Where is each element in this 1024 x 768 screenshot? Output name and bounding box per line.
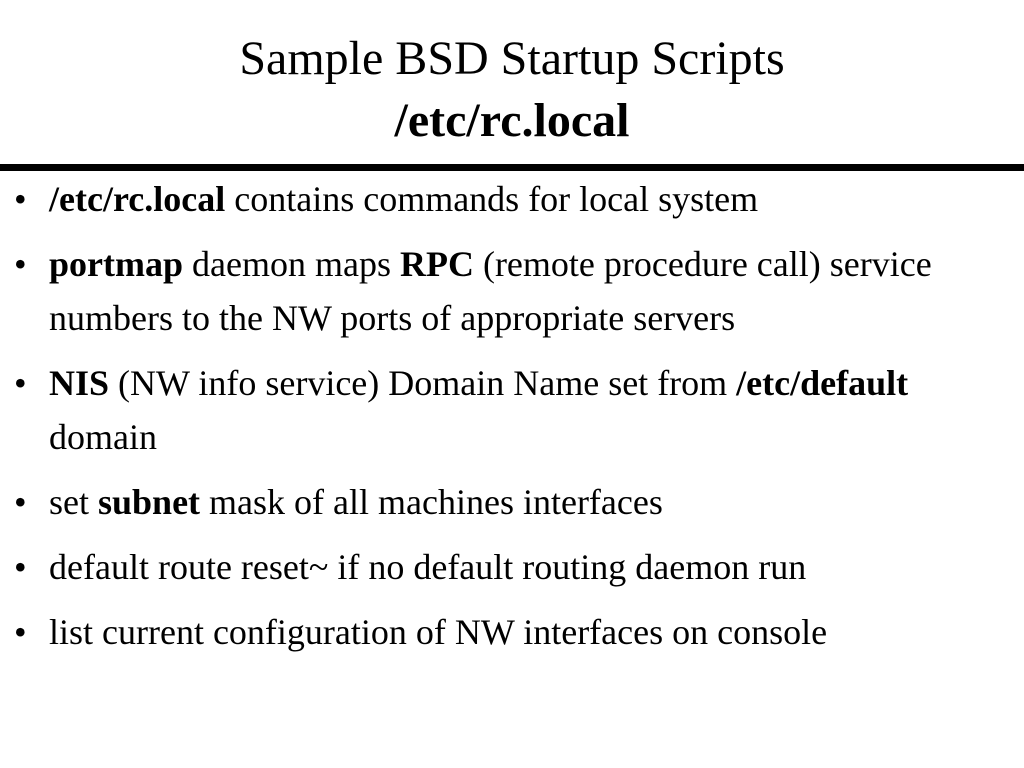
bullet-item-subnet: • set subnet mask of all machines interfa… — [0, 475, 1024, 529]
bullet-item-portmap: • portmap daemon maps RPC (remote procedu… — [0, 237, 1024, 345]
bullet-bold-term: /etc/rc.local — [49, 179, 226, 219]
bullet-icon: • — [14, 547, 27, 587]
bullet-icon: • — [14, 244, 27, 284]
bullet-icon: • — [14, 363, 27, 403]
bullet-item-default-route: • default route reset~ if no default rout… — [0, 540, 1024, 594]
slide-title: Sample BSD Startup Scripts — [239, 32, 785, 85]
bullet-icon: • — [14, 179, 27, 219]
bullet-text: list current configuration of NW interfa… — [49, 612, 828, 652]
bullet-item-rc-local: • /etc/rc.local contains commands for loc… — [0, 172, 1024, 226]
bullet-text: (NW info service) Domain Name set from — [109, 363, 737, 403]
bullet-text: daemon maps — [183, 244, 400, 284]
slide-subtitle: /etc/rc.local — [394, 94, 630, 147]
bullet-icon: • — [14, 612, 27, 652]
bullet-text: contains commands for local system — [225, 179, 759, 219]
bullet-text: default route reset~ if no default routi… — [49, 547, 807, 587]
slide-title-block: Sample BSD Startup Scripts /etc/rc.local — [0, 28, 1024, 152]
bullet-bold-term: portmap — [49, 244, 183, 284]
bullet-text: (remote procedure call) service numbers … — [49, 244, 932, 338]
bullet-list: • /etc/rc.local contains commands for loc… — [0, 172, 1024, 670]
bullet-text: mask of all machines interfaces — [200, 482, 663, 522]
title-divider — [0, 164, 1024, 171]
bullet-text: set — [49, 482, 98, 522]
bullet-icon: • — [14, 482, 27, 522]
bullet-bold-term: NIS — [49, 363, 110, 403]
bullet-bold-term: /etc/default — [736, 363, 909, 403]
bullet-bold-term: RPC — [399, 244, 474, 284]
bullet-item-list-config: • list current configuration of NW interf… — [0, 605, 1024, 659]
bullet-item-nis: • NIS (NW info service) Domain Name set f… — [0, 356, 1024, 464]
bullet-bold-term: subnet — [98, 482, 201, 522]
bullet-text: domain — [49, 417, 157, 457]
